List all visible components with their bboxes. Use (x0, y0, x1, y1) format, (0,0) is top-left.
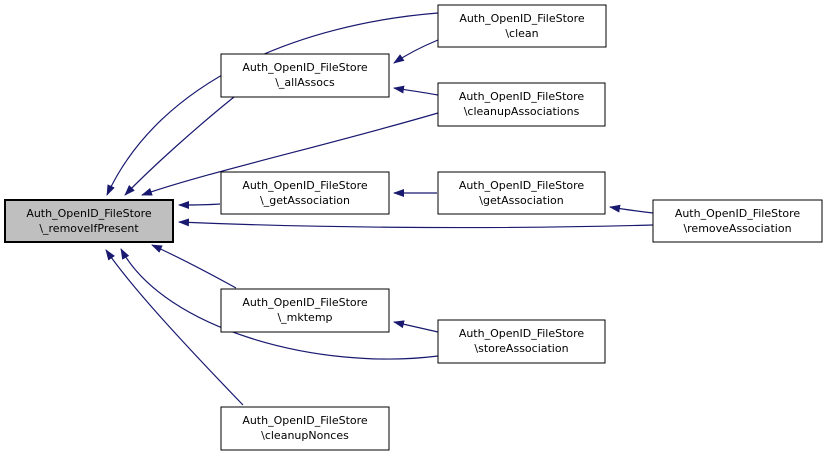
edge-cleanupNonces-to-removeIfPresent (105, 249, 244, 406)
node-label-clean-line1: Auth_OpenID_FileStore (459, 12, 585, 25)
node-box-cleanupAssociations[interactable] (437, 82, 606, 127)
node-clean[interactable]: Auth_OpenID_FileStore \clean (437, 4, 607, 48)
node-label-cleanupNonces-line1: Auth_OpenID_FileStore (242, 414, 368, 427)
edge-cleanupAssociations-to-removeIfPresent (141, 112, 439, 196)
node-label-getAssociationPriv-line2: \_getAssociation (260, 194, 350, 207)
node-box-removeAssociation[interactable] (652, 199, 823, 243)
node-label-getAssociationPriv-line1: Auth_OpenID_FileStore (242, 179, 368, 192)
node-label-cleanupNonces-line2: \cleanupNonces (261, 429, 349, 442)
node-removeIfPresent[interactable]: Auth_OpenID_FileStore \_removeIfPresent (4, 199, 174, 243)
node-label-allAssocs-line2: \_allAssocs (275, 76, 335, 89)
node-label-mktemp-line2: \_mktemp (277, 311, 332, 324)
node-getAssociation[interactable]: Auth_OpenID_FileStore \getAssociation (437, 171, 606, 215)
node-label-getAssociation-line1: Auth_OpenID_FileStore (459, 179, 585, 192)
edge-removeAssociation-to-removeIfPresent (178, 218, 654, 229)
node-label-allAssocs-line1: Auth_OpenID_FileStore (242, 61, 368, 74)
node-box-allAssocs[interactable] (220, 53, 390, 98)
node-box-cleanupNonces[interactable] (220, 406, 390, 451)
node-label-storeAssociation-line2: \storeAssociation (474, 342, 568, 355)
node-box-mktemp[interactable] (220, 288, 390, 333)
node-box-storeAssociation[interactable] (437, 319, 606, 364)
edge-clean-to-allAssocs (393, 39, 439, 64)
node-label-mktemp-line1: Auth_OpenID_FileStore (242, 296, 368, 309)
node-label-getAssociation-line2: \getAssociation (479, 194, 563, 207)
node-removeAssociation[interactable]: Auth_OpenID_FileStore \removeAssociation (652, 199, 823, 243)
edge-getAssociationPriv-to-removeIfPresent (178, 200, 221, 209)
edge-cleanupAssociations-to-allAssocs (393, 85, 439, 96)
node-label-removeAssociation-line2: \removeAssociation (683, 222, 791, 235)
edge-storeAssociation-to-mktemp (393, 320, 439, 333)
edge-removeAssociation-to-getAssociation (609, 204, 654, 214)
edge-storeAssociation-to-removeIfPresent (120, 248, 439, 360)
node-label-removeIfPresent-line1: Auth_OpenID_FileStore (26, 207, 152, 220)
node-label-cleanupAssociations-line1: Auth_OpenID_FileStore (459, 90, 585, 103)
node-label-removeAssociation-line1: Auth_OpenID_FileStore (675, 207, 801, 220)
node-box-removeIfPresent[interactable] (4, 199, 174, 243)
node-cleanupNonces[interactable]: Auth_OpenID_FileStore \cleanupNonces (220, 406, 390, 451)
node-allAssocs[interactable]: Auth_OpenID_FileStore \_allAssocs (220, 53, 390, 98)
node-box-clean[interactable] (437, 4, 607, 48)
edge-allAssocs-to-removeIfPresent (124, 96, 235, 196)
node-getAssociationPriv[interactable]: Auth_OpenID_FileStore \_getAssociation (220, 171, 390, 215)
node-label-removeIfPresent-line2: \_removeIfPresent (39, 222, 139, 235)
node-label-clean-line2: \clean (505, 27, 538, 40)
node-box-getAssociationPriv[interactable] (220, 171, 390, 215)
node-storeAssociation[interactable]: Auth_OpenID_FileStore \storeAssociation (437, 319, 606, 364)
edge-clean-to-removeIfPresent (106, 12, 439, 196)
node-cleanupAssociations[interactable]: Auth_OpenID_FileStore \cleanupAssociation… (437, 82, 606, 127)
node-mktemp[interactable]: Auth_OpenID_FileStore \_mktemp (220, 288, 390, 333)
node-label-cleanupAssociations-line2: \cleanupAssociations (464, 105, 580, 118)
edge-mktemp-to-removeIfPresent (151, 244, 237, 289)
node-label-storeAssociation-line1: Auth_OpenID_FileStore (459, 327, 585, 340)
node-box-getAssociation[interactable] (437, 171, 606, 215)
